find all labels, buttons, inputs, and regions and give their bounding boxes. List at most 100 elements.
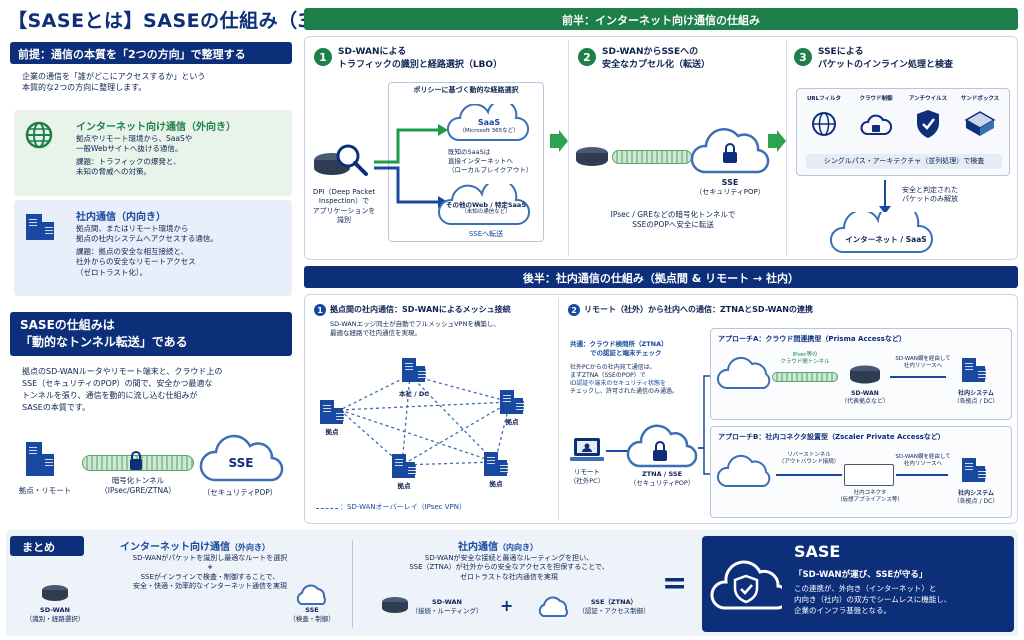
other-label: その他のWeb / 特定SaaS: [445, 201, 527, 209]
site-building-icon: [26, 442, 54, 478]
text-line: SD-WANからSSEへの: [602, 47, 699, 57]
text-line: 既知のSaaSは: [448, 148, 491, 156]
step-title: SD-WANからSSEへの 安全なカプセル化（転送）: [602, 46, 710, 71]
text-line: 社内リソースへ: [903, 363, 943, 370]
hq-building-icon: [402, 358, 426, 384]
encrypted-tunnel: [772, 372, 838, 382]
text-line: 拠点のSD-WANルータやリモート端末と、クラウド上の: [22, 367, 223, 376]
summary-label: まとめ: [10, 536, 84, 556]
text-line: チェックし、許可された通信のみ通過。: [570, 388, 679, 396]
summary-sse-label: SSE （検査・制御）: [280, 606, 344, 624]
text-line: 社内リソースへ: [903, 461, 943, 468]
text-line: SSE: [305, 606, 319, 614]
text-line: 社外からの安全なリモートアクセス: [76, 257, 196, 267]
text-line: （仮想アプライアンス等）: [837, 497, 903, 504]
site-building-icon: [500, 390, 524, 416]
text-line: SSEがインラインで検査・制御することで、: [140, 572, 280, 581]
router-icon: [576, 147, 608, 166]
building-icon: [333, 408, 344, 424]
text-line: リモート: [574, 468, 600, 476]
cloud-icon: [296, 584, 326, 605]
sse-sublabel: （セキュリティPOP）: [202, 488, 278, 497]
ztna-label: ZTNA / SSE （セキュリティPOP）: [620, 470, 704, 488]
building-icon: [26, 442, 42, 476]
building-icon: [402, 358, 416, 382]
approach-b-title: アプローチB：社内コネクタ設置型（Zscaler Private Accessな…: [718, 433, 945, 441]
text-line: この連携が、外向き（インターネット）と: [794, 584, 937, 593]
step-number: 2: [578, 48, 596, 66]
summary-sdwan-label: SD-WAN （識別・経路選択）: [20, 606, 90, 624]
text-line: 最適な経路で社内通信を実現。: [330, 328, 421, 337]
single-pass-label: シングルパス・アーキテクチャ（並列処理）で検査: [806, 154, 1002, 170]
building-icon: [975, 466, 986, 482]
internal-card: 社内通信（内向き） 拠点間、またはリモート環境から 拠点の社内システムへアクセス…: [14, 200, 292, 296]
text-line: トンネルを張り、通信を動的に流し込む仕組みが: [22, 391, 198, 400]
globe-icon: [25, 121, 53, 149]
text-line: 社内コネクタ: [853, 490, 887, 496]
summary-internal-title: 社内通信（内向き）: [458, 538, 538, 553]
text-line: （各拠点 / DC）: [953, 398, 999, 406]
first-half-header: 前半：インターネット向け通信の仕組み: [304, 8, 1018, 30]
lbo-note: 既知のSaaSは 直接インターネットへ （ローカルブレイクアウト）: [448, 148, 532, 174]
summary-int-sse-label: SSE（ZTNA） （認証・アクセス制御）: [572, 598, 656, 616]
internet-card: インターネット向け通信（外向き） 拠点やリモート環境から、SaaSや 一般Web…: [14, 110, 292, 196]
router-icon: [382, 597, 408, 613]
dpi-router-icon: [314, 144, 368, 176]
internet-cloud-icon: [830, 212, 933, 253]
text-line: （識別・経路選択）: [25, 614, 85, 623]
saas-label: SaaS: [477, 118, 501, 127]
text-line: 安全と判定された: [902, 186, 958, 194]
building-icon: [42, 454, 54, 476]
building-icon: [497, 460, 508, 476]
text-line: アプリケーションを: [312, 206, 376, 215]
text-line: SSE（ZTNA）が社外からの安全なアクセスを担保することで、: [409, 563, 609, 572]
text-line: 安全・快適・効率的なインターネット通信を実現: [133, 582, 287, 591]
sse-sublabel: （セキュリティPOP）: [695, 188, 765, 196]
function-label: アンチウイルス: [908, 96, 948, 102]
a-note: SD-WAN網を経由して 社内リソースへ: [888, 356, 958, 371]
text-line: SD-WAN網を経由して: [895, 356, 951, 362]
text-line: （セキュリティPOP）: [629, 478, 695, 487]
lock-icon: [130, 451, 142, 470]
step-title: SD-WANによる トラフィックの識別と経路選択（LBO）: [338, 46, 502, 71]
text-line: SD-WANが安全な接続と最適なルーティングを担い、: [424, 554, 594, 562]
premise-line: 企業の通信を「誰がどこにアクセスするか」という: [22, 72, 206, 81]
cloud-icon: [717, 356, 771, 389]
text-line: 共通：クラウド検問所（ZTNA）: [570, 340, 668, 348]
sse-cloud-icon: [690, 128, 770, 174]
sandbox-icon: [964, 111, 996, 136]
building-icon: [484, 452, 498, 476]
cloud-icon: [199, 434, 284, 482]
text-line: 内向き（社内）の双方でシームレスに機能し、: [794, 594, 952, 604]
internal-card-desc: 拠点間、またはリモート環境から 拠点の社内システムへアクセスする通信。 課題：拠…: [76, 224, 218, 278]
summary-internet-desc: SD-WANがパケットを識別し最適なルートを選択 + SSEがインラインで検査・…: [90, 554, 330, 592]
text-line: （代表拠点など）: [840, 398, 889, 406]
to-sse-label: SSEへ転送: [468, 230, 504, 238]
b-connector-label: 社内コネクタ （仮想アプライアンス等）: [834, 490, 906, 505]
building-icon: [962, 358, 976, 382]
building-icon: [500, 390, 514, 414]
text-line: IPsec等の: [792, 352, 818, 358]
text-line: （各拠点 / DC）: [953, 498, 999, 506]
shield-icon: [917, 110, 939, 138]
building-icon: [415, 366, 426, 382]
site-label: 拠点・リモート: [18, 486, 72, 495]
text-line: まずZTNA（SSEのPOP）で: [570, 372, 646, 380]
building-icon: [320, 400, 334, 424]
text-line: 直接インターネットへ: [448, 156, 513, 165]
sase-title: SASE: [794, 542, 841, 561]
step2-note: IPsec / GREなどの暗号化トンネルで SSEのPOPへ安全に転送: [580, 210, 766, 230]
equals-sign: =: [662, 566, 688, 601]
router-icon: [42, 585, 68, 601]
cloud-icon: [538, 596, 568, 617]
a-sdwan-label: SD-WAN （代表拠点など）: [834, 390, 896, 406]
premise-line: 本質的な2つの方向に整理します。: [22, 82, 147, 92]
text-line: SSE（セキュリティのPOP）の間で、安全かつ最適な: [22, 379, 213, 388]
text-line: 社外PCからの社内宛て通信は、: [570, 364, 656, 371]
flow-arrow: [550, 130, 568, 152]
text-line: IPsec / GREなどの暗号化トンネルで: [610, 210, 736, 219]
text-line: SD-WANエッジ同士が自動でフルメッシュVPNを構築し、: [330, 320, 500, 328]
common-label: 共通：クラウド検問所（ZTNA） での認証と端末チェック: [570, 340, 668, 358]
text-line: SD-WAN: [432, 598, 462, 606]
text-line: 課題：拠点の安全な相互接続と、: [76, 247, 189, 257]
